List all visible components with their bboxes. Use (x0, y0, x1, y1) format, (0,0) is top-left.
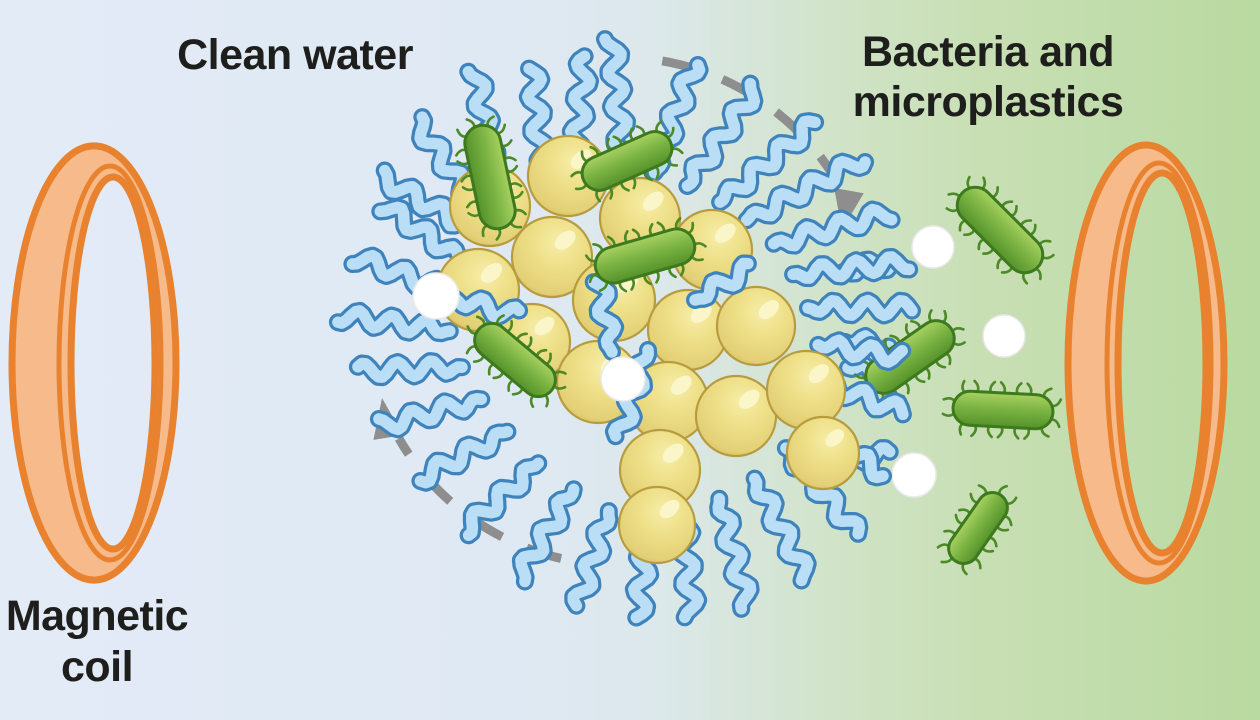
bacteria-label-line1: Bacteria and (861, 28, 1115, 76)
flagellum (459, 454, 548, 545)
microplastic-particle (600, 356, 646, 402)
flagellum (564, 502, 619, 615)
microrobot-cluster (328, 30, 921, 627)
gold-sphere (765, 349, 847, 431)
sphere-highlight (480, 262, 503, 283)
bacterium (936, 484, 1018, 576)
sphere-highlight (714, 223, 736, 243)
sphere-highlight (758, 300, 780, 320)
microplastic-particle (911, 225, 955, 269)
gold-sphere (510, 215, 594, 299)
flagellum (745, 469, 817, 590)
flagellum (686, 254, 757, 309)
bacterium-body (593, 227, 697, 285)
bacterium (570, 120, 684, 203)
bacterium (945, 175, 1055, 285)
gold-sphere (785, 415, 861, 491)
gold-sphere (526, 134, 610, 218)
flagellum (411, 422, 517, 492)
sphere-highlight (642, 191, 664, 211)
sphere-highlight (738, 389, 760, 409)
magnetic-coil-left (8, 142, 180, 584)
bacterium-body (947, 491, 1009, 565)
sphere-highlight (554, 230, 576, 250)
microplastic-particle (891, 452, 937, 498)
sphere-highlight (662, 443, 684, 463)
flagellum (709, 489, 760, 618)
bacterium-body (463, 123, 517, 231)
bacterium (454, 115, 527, 241)
flagellum (375, 161, 481, 238)
flagellum (348, 352, 471, 387)
microplastic-particle (982, 314, 1026, 358)
flagellum (678, 74, 764, 195)
bacteria-microplastics-label: Bacteria and microplastics (853, 27, 1124, 127)
flagellum (711, 112, 825, 212)
gold-sphere (715, 285, 797, 367)
magnetic-coil-line1: Magnetic (5, 592, 189, 640)
bacterium-body (951, 389, 1055, 431)
gold-sphere (694, 374, 778, 458)
flagellum (784, 248, 919, 288)
flagellum (764, 200, 901, 255)
sphere-highlight (670, 375, 692, 395)
magnetic-coil-label: Magnetic coil (5, 591, 189, 693)
bacteria-label-line2: microplastics (852, 78, 1124, 126)
microplastic-particle (412, 272, 460, 320)
sphere-highlight (659, 499, 680, 519)
clean-water-text: Clean water (177, 31, 413, 79)
flagellum (328, 301, 459, 343)
flagellum (809, 331, 912, 372)
flagellum (369, 389, 491, 439)
clean-water-label: Clean water (177, 30, 413, 80)
magnetic-coil-line2: coil (60, 643, 134, 691)
sphere-highlight (808, 364, 830, 384)
flagellum (584, 273, 625, 361)
bacterium (465, 314, 567, 409)
flagellum (799, 291, 921, 325)
bacterium-body (955, 185, 1045, 275)
bacterium-body (580, 130, 674, 192)
flagellum (511, 480, 583, 591)
bacterium-body (473, 321, 557, 399)
sphere-highlight (534, 316, 555, 336)
flagellum (371, 198, 472, 270)
gold-sphere (617, 485, 697, 565)
sphere-highlight (825, 429, 845, 447)
flagellum (443, 289, 529, 327)
magnetic-coil-right (1064, 141, 1228, 585)
bacterium (584, 217, 707, 293)
flagellum (737, 152, 875, 230)
bacterium (941, 379, 1063, 440)
magnetic-coils (8, 141, 1228, 585)
